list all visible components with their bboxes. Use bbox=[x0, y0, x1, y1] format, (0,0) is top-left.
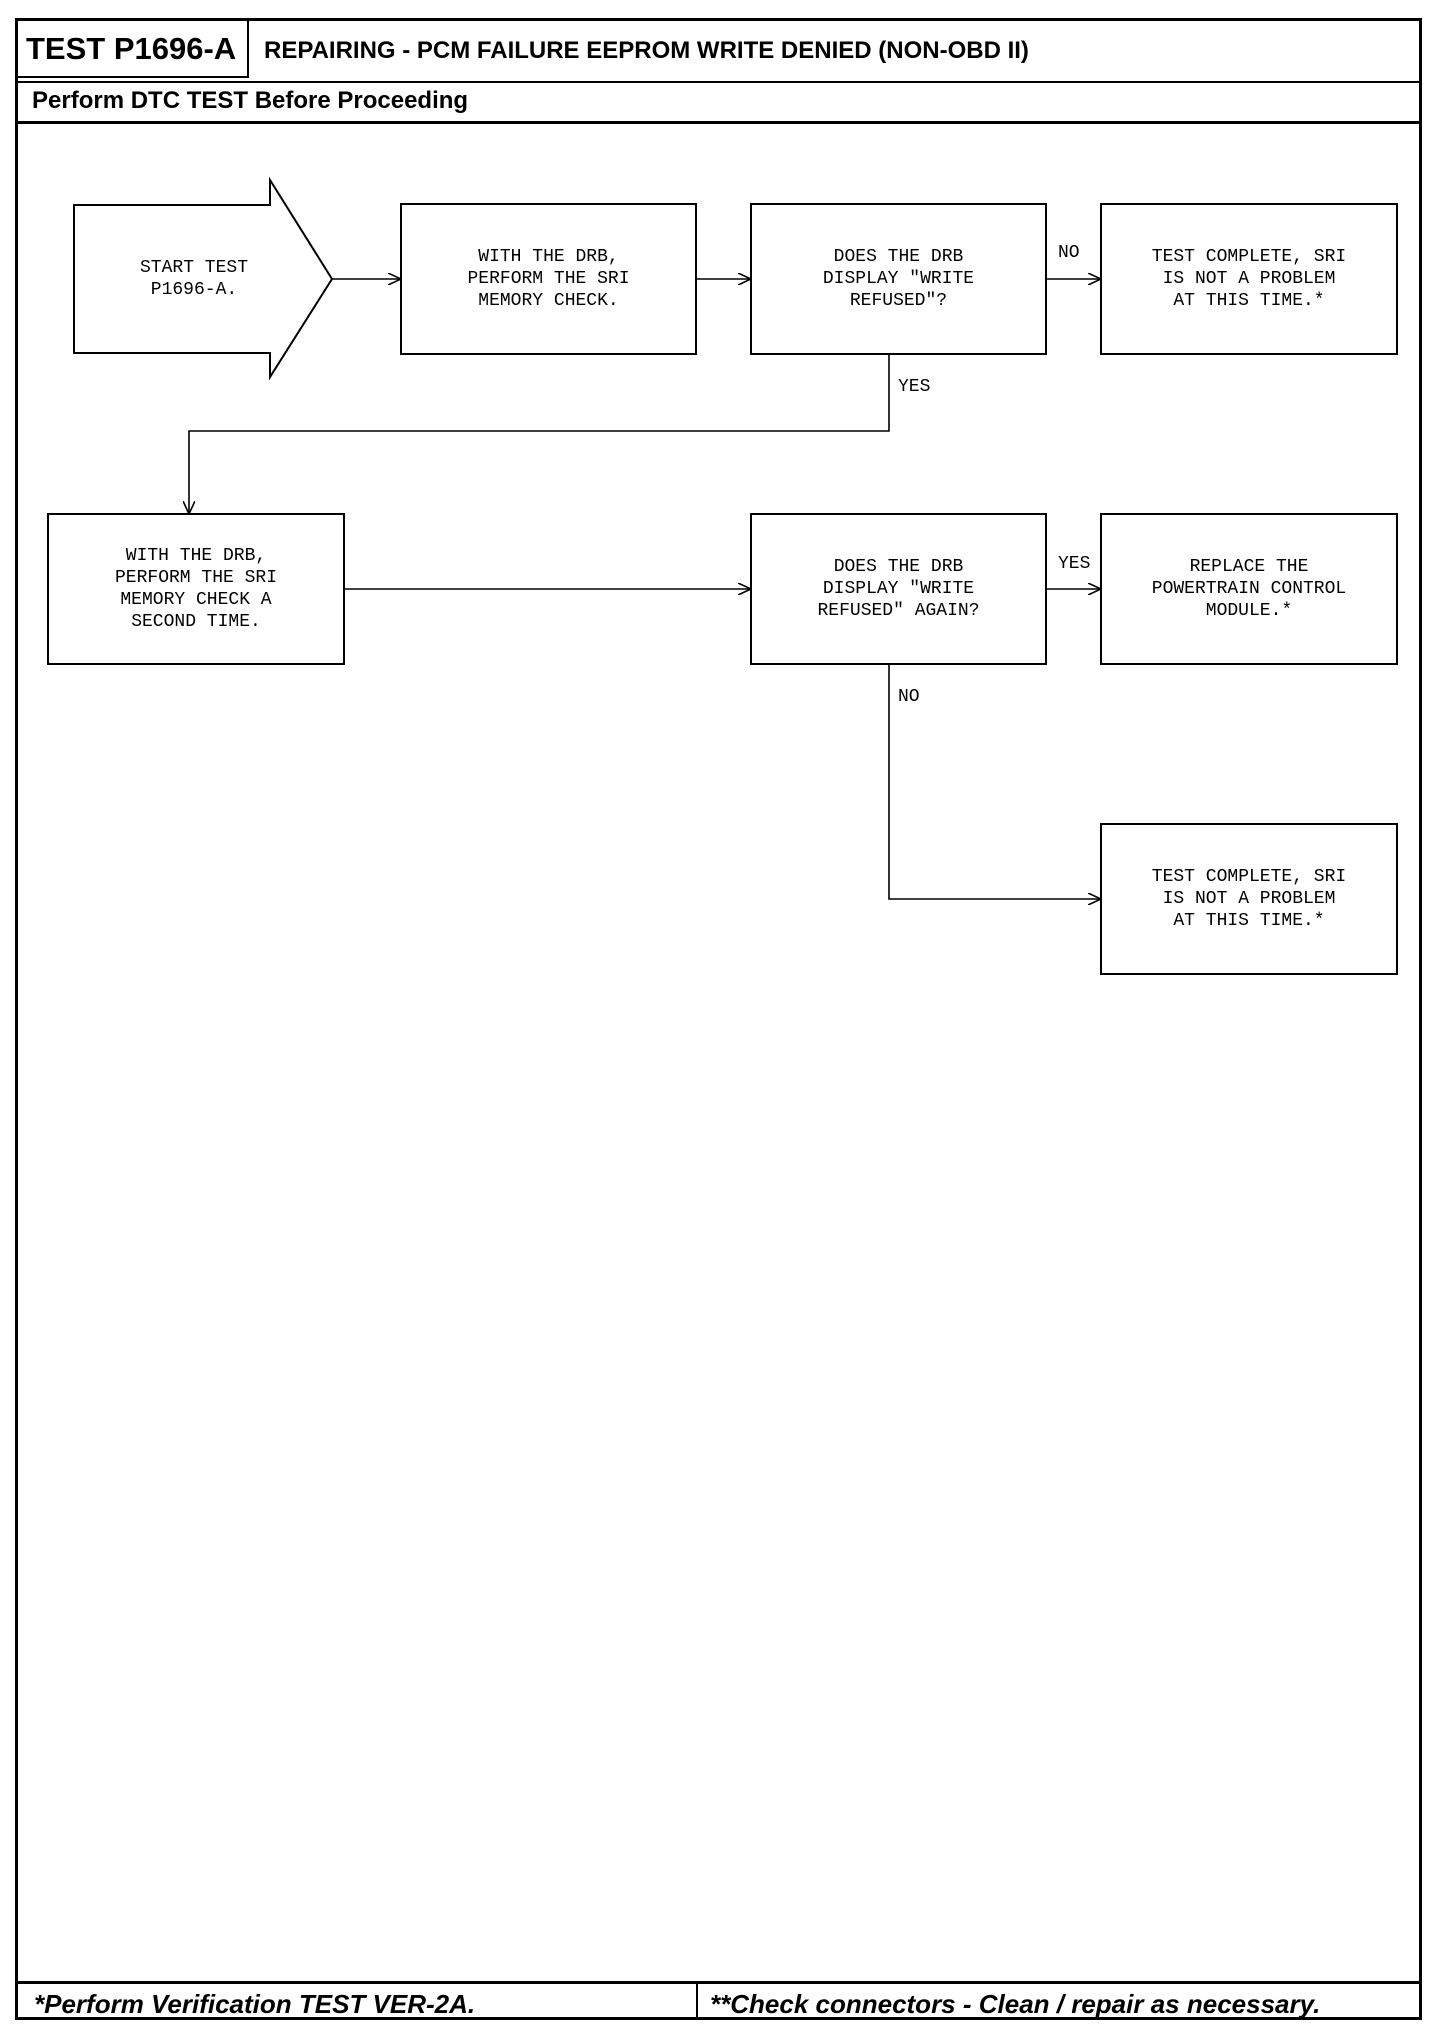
memory-check-text: WITH THE DRB, PERFORM THE SRI MEMORY CHE… bbox=[467, 247, 630, 311]
page-subtitle: Perform DTC TEST Before Proceeding bbox=[32, 87, 469, 114]
question-write-refused-text: DOES THE DRB DISPLAY "WRITE REFUSED"? bbox=[822, 247, 975, 311]
start-test-label: START TEST P1696-A. bbox=[139, 258, 249, 300]
footer-column-divider bbox=[696, 1983, 698, 2020]
memory-check-box bbox=[400, 203, 697, 355]
complete-text-1: TEST COMPLETE, SRI IS NOT A PROBLEM AT T… bbox=[1151, 247, 1347, 311]
connector-question-yes bbox=[189, 354, 890, 514]
flowchart-diagram bbox=[47, 176, 1398, 975]
header-divider bbox=[18, 81, 1419, 83]
footer-connector-note: **Check connectors - Clean / repair as n… bbox=[710, 1989, 1321, 2019]
question-write-refused-box bbox=[750, 203, 1047, 355]
label-no-2: NO bbox=[898, 687, 920, 707]
complete-box-2 bbox=[1100, 823, 1398, 975]
label-yes-2: YES bbox=[1058, 554, 1091, 574]
label-no-1: NO bbox=[1058, 243, 1080, 263]
footer-divider bbox=[18, 1981, 1419, 1984]
second-check-box bbox=[47, 513, 345, 665]
complete-text-2: TEST COMPLETE, SRI IS NOT A PROBLEM AT T… bbox=[1151, 867, 1347, 931]
complete-box-1 bbox=[1100, 203, 1398, 355]
question-again-text: DOES THE DRB DISPLAY "WRITE REFUSED" AGA… bbox=[817, 557, 980, 621]
header-bottom-divider bbox=[18, 121, 1419, 124]
footer-verification-note: *Perform Verification TEST VER-2A. bbox=[34, 1989, 476, 2019]
label-yes-1: YES bbox=[898, 377, 931, 397]
connector-again-no bbox=[888, 664, 1101, 899]
page-title: REPAIRING - PCM FAILURE EEPROM WRITE DEN… bbox=[264, 37, 1029, 64]
second-check-text: WITH THE DRB, PERFORM THE SRI MEMORY CHE… bbox=[114, 546, 278, 632]
start-arrow-shape bbox=[73, 176, 334, 381]
test-id: TEST P1696-A bbox=[18, 21, 249, 78]
replace-pcm-text: REPLACE THE POWERTRAIN CONTROL MODULE.* bbox=[1151, 557, 1347, 621]
test-sheet: TEST P1696-A REPAIRING - PCM FAILURE EEP… bbox=[15, 18, 1422, 2020]
